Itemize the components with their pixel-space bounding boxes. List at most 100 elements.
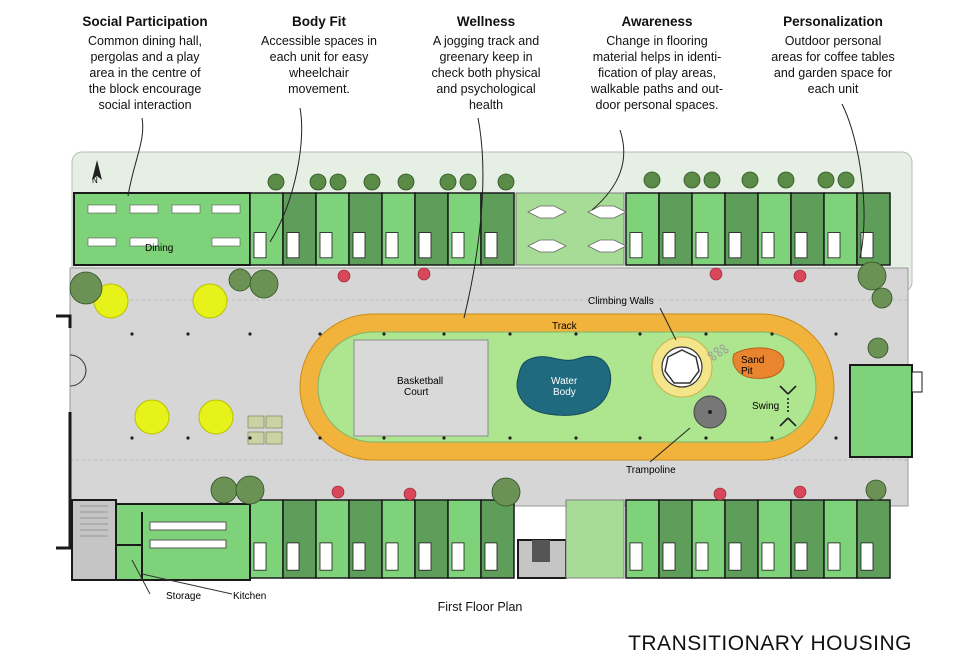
- awareness-paving-area: [515, 192, 625, 266]
- residential-unit: [856, 192, 891, 266]
- bollard: [248, 332, 252, 336]
- dining-table: [129, 204, 159, 214]
- annotation-social-participation: Social Participation Common dining hall,…: [60, 14, 230, 113]
- residential-unit: [757, 192, 792, 266]
- residential-unit: [348, 499, 383, 579]
- dining-table: [211, 237, 241, 247]
- track-label: Track: [552, 321, 578, 332]
- residential-unit: [856, 499, 891, 579]
- right-side-unit: [849, 364, 913, 458]
- bollard: [508, 436, 512, 440]
- tree-icon: [459, 173, 477, 191]
- bollard: [442, 332, 446, 336]
- residential-unit: [381, 192, 416, 266]
- north-label: N: [92, 176, 98, 185]
- swing: [779, 385, 797, 427]
- plan-caption: First Floor Plan: [437, 600, 523, 614]
- flower-icon: [713, 487, 727, 501]
- residential-unit: [625, 192, 660, 266]
- north-arrow: N: [92, 160, 102, 185]
- basketball-court: [353, 339, 489, 437]
- bollard: [318, 332, 322, 336]
- bollard: [770, 332, 774, 336]
- tree-icon: [817, 171, 835, 189]
- pergola-circle: [192, 283, 228, 319]
- bollard: [318, 436, 322, 440]
- residential-unit: [414, 192, 449, 266]
- tree-icon: [228, 268, 252, 292]
- residential-unit: [691, 192, 726, 266]
- tree-icon: [363, 173, 381, 191]
- planter-box: [265, 415, 283, 429]
- tree-icon: [871, 287, 893, 309]
- bollard: [442, 436, 446, 440]
- bottom-green-court: [565, 499, 625, 579]
- pergola-circle: [198, 399, 234, 435]
- bench: [587, 205, 627, 219]
- bollard: [382, 436, 386, 440]
- flower-icon: [793, 485, 807, 499]
- trampoline-label: Trampoline: [626, 465, 676, 476]
- bollard: [574, 436, 578, 440]
- bollard: [574, 332, 578, 336]
- tree-icon: [309, 173, 327, 191]
- residential-unit: [447, 499, 482, 579]
- residential-unit: [315, 499, 350, 579]
- tree-icon: [837, 171, 855, 189]
- bench: [587, 239, 627, 253]
- bollard: [248, 436, 252, 440]
- bench: [527, 205, 567, 219]
- residential-unit: [790, 192, 825, 266]
- tree-icon: [777, 171, 795, 189]
- dining-table: [129, 237, 159, 247]
- climbing-walls-label: Climbing Walls: [588, 296, 654, 307]
- residential-unit: [480, 192, 515, 266]
- water-label-1: Water: [551, 376, 578, 387]
- residential-unit: [480, 499, 515, 579]
- tree-icon: [267, 173, 285, 191]
- bollard: [770, 436, 774, 440]
- water-label-2: Body: [553, 387, 576, 398]
- tree-icon: [857, 261, 887, 291]
- residential-unit: [315, 192, 350, 266]
- bollard: [130, 436, 134, 440]
- bottom-residential-units: [249, 499, 891, 579]
- dining-tables: [87, 204, 241, 247]
- water-body: [516, 355, 612, 416]
- residential-unit: [724, 192, 759, 266]
- sand-label-1: Sand: [741, 355, 764, 366]
- tree-icon: [69, 271, 103, 305]
- bollard: [508, 332, 512, 336]
- residential-unit: [625, 499, 660, 579]
- dining-table: [211, 204, 241, 214]
- bench: [527, 239, 567, 253]
- tree-icon: [703, 171, 721, 189]
- tree-icon: [235, 475, 265, 505]
- residential-unit: [414, 499, 449, 579]
- drawing-title: TRANSITIONARY HOUSING: [628, 632, 912, 655]
- pergola-circle: [134, 399, 170, 435]
- bollard: [834, 332, 838, 336]
- flower-icon: [709, 267, 723, 281]
- swing-label: Swing: [752, 401, 779, 412]
- dining-hall: [73, 192, 251, 266]
- bollard: [638, 436, 642, 440]
- top-residential-units: [249, 192, 891, 266]
- residential-unit: [823, 499, 858, 579]
- planter-box: [247, 415, 265, 429]
- tree-icon: [210, 476, 238, 504]
- sand-label-2: Pit: [741, 366, 753, 377]
- bollard: [130, 332, 134, 336]
- tree-icon: [741, 171, 759, 189]
- residential-unit: [658, 192, 693, 266]
- tree-icon: [643, 171, 661, 189]
- residential-unit: [348, 192, 383, 266]
- tree-icon: [329, 173, 347, 191]
- tree-icon: [439, 173, 457, 191]
- annotation-title: Social Participation: [82, 14, 208, 29]
- dining-table: [171, 204, 201, 214]
